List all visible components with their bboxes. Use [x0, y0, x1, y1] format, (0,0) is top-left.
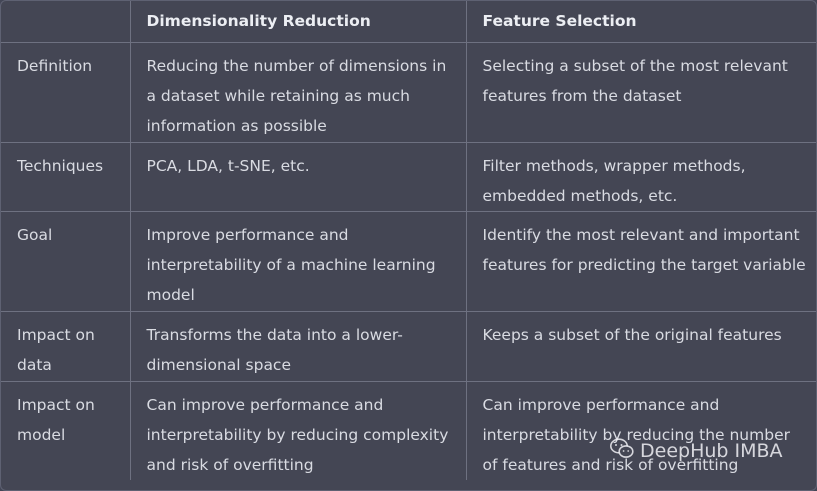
table-row: Impact on data Transforms the data into …: [1, 311, 816, 382]
table-body: Definition Reducing the number of dimens…: [1, 42, 816, 480]
header-cell-empty: [1, 1, 131, 43]
table-row: Goal Improve performance and interpretab…: [1, 211, 816, 312]
cell-dimensionality-reduction: Transforms the data into a lower-dimensi…: [129, 311, 467, 382]
cell-feature-selection: Identify the most relevant and important…: [465, 211, 816, 312]
row-label: Definition: [1, 42, 131, 143]
cell-dimensionality-reduction: Improve performance and interpretability…: [129, 211, 467, 312]
cell-feature-selection: Can improve performance and interpretabi…: [465, 381, 816, 480]
table-row: Impact on model Can improve performance …: [1, 381, 816, 480]
row-label: Impact on model: [1, 381, 131, 480]
header-cell-feature-selection: Feature Selection: [465, 1, 816, 43]
row-label: Goal: [1, 211, 131, 312]
cell-feature-selection: Selecting a subset of the most relevant …: [465, 42, 816, 143]
cell-dimensionality-reduction: Reducing the number of dimensions in a d…: [129, 42, 467, 143]
cell-dimensionality-reduction: Can improve performance and interpretabi…: [129, 381, 467, 480]
table-row: Techniques PCA, LDA, t-SNE, etc. Filter …: [1, 142, 816, 212]
row-label: Impact on data: [1, 311, 131, 382]
row-label: Techniques: [1, 142, 131, 212]
cell-feature-selection: Filter methods, wrapper methods, embedde…: [465, 142, 816, 212]
comparison-table: Dimensionality Reduction Feature Selecti…: [1, 1, 816, 480]
header-cell-dimensionality-reduction: Dimensionality Reduction: [129, 1, 467, 43]
cell-feature-selection: Keeps a subset of the original features: [465, 311, 816, 382]
cell-dimensionality-reduction: PCA, LDA, t-SNE, etc.: [129, 142, 467, 212]
table-header: Dimensionality Reduction Feature Selecti…: [1, 1, 816, 43]
header-row: Dimensionality Reduction Feature Selecti…: [1, 1, 816, 43]
table-row: Definition Reducing the number of dimens…: [1, 42, 816, 143]
